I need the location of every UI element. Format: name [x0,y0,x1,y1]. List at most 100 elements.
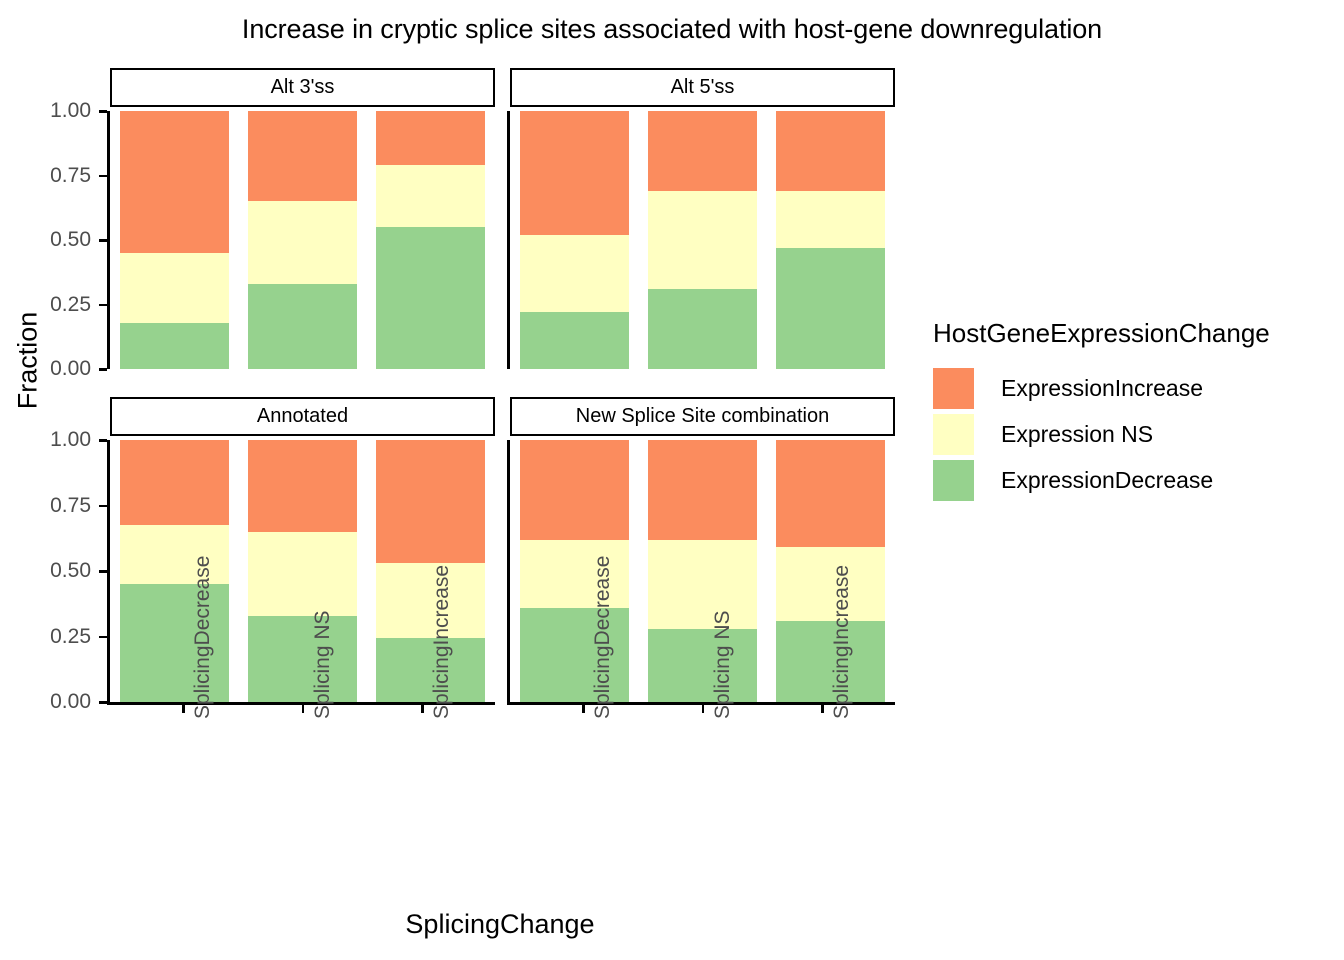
y-tick-label: 0.00 [50,357,91,380]
bar-segment [776,547,886,621]
bar-segment [376,165,486,228]
bar-stack [519,440,629,702]
bar-stack [247,111,357,369]
y-axis-line [507,440,510,702]
page-title: Increase in cryptic splice sites associa… [241,14,1103,44]
facet-strip-label: New Splice Site combination [510,397,895,436]
y-tick-label: 0.75 [50,493,91,517]
y-tick-label: 0.50 [50,559,91,582]
legend-swatch-icon [933,367,974,409]
facet-strip-label: Alt 3'ss [110,68,495,107]
bar-group [110,111,495,369]
bar-stack [119,440,229,702]
y-axis-line [107,111,110,369]
x-tick-label: SplicingIncrease [430,564,453,719]
x-tick-label: Splicing NS [310,610,334,719]
bar-segment [119,525,229,585]
legend-swatch-icon [933,413,974,455]
bar-segment [776,247,886,369]
x-tick-label: SplicingDecrease [191,555,214,719]
bar-segment [647,539,757,629]
x-axis-tick [421,705,424,713]
bar-segment [519,111,629,235]
bar-segment [247,201,357,284]
bar-stack [376,440,486,702]
y-axis-tick [99,110,107,113]
bar-segment [247,531,357,616]
facet-panel-alt-5ss [510,111,895,369]
bar-segment [647,191,757,290]
bar-stack [776,111,886,369]
bar-segment [119,584,229,702]
x-axis-tick [582,705,585,713]
y-axis-tick [99,504,107,507]
bar-stack [647,440,757,702]
y-tick-label: 0.00 [50,690,91,713]
x-tick-label: Splicing NS [710,610,734,719]
bar-segment [119,440,229,526]
y-axis-tick [99,701,107,704]
bar-segment [119,252,229,323]
y-tick-label: 0.25 [50,624,91,648]
facet-strip-label: Alt 5'ss [510,68,895,107]
bar-segment [247,440,357,532]
facet-strip-label: Annotated [110,397,495,436]
y-tick-label: 1.00 [50,428,91,451]
legend-item-label: ExpressionIncrease [1001,374,1203,401]
facet-panel-alt-3ss [110,111,495,369]
facet-panel-new-splice-site-combination [510,440,895,702]
legend: HostGeneExpressionChange ExpressionIncre… [933,318,1270,503]
bar-segment [376,227,486,369]
bar-segment [376,563,486,638]
bar-segment [647,440,757,540]
y-axis-line [107,440,110,702]
bar-segment [647,111,757,191]
legend-item-label: ExpressionDecrease [1001,466,1214,493]
x-tick-label: SplicingDecrease [591,555,614,719]
bar-stack [376,111,486,369]
y-axis-tick [99,570,107,573]
bar-segment [519,440,629,540]
bar-stack [647,111,757,369]
bar-stack [776,440,886,702]
bar-segment [776,191,886,248]
bar-segment [519,539,629,608]
bar-segment [776,620,886,702]
bar-segment [119,322,229,369]
facet-panel-annotated [110,440,495,702]
y-axis-tick [99,174,107,177]
legend-item-expression-increase[interactable]: ExpressionIncrease [933,365,1270,411]
facet-grid: Alt 3'ss Alt 5'ss Annotated New Splice S… [110,68,895,713]
bar-segment [647,628,757,702]
x-axis-tick [182,705,185,713]
bar-stack [119,111,229,369]
y-tick-label: 0.75 [50,163,91,187]
y-axis-tick [99,303,107,306]
bar-segment [776,111,886,191]
bar-stack [247,440,357,702]
bar-group [110,440,495,702]
y-axis-tick [99,635,107,638]
y-tick-label: 0.50 [50,228,91,251]
bar-segment [647,289,757,369]
y-tick-label: 1.00 [50,99,91,122]
bar-segment [776,440,886,548]
x-axis-title: SplicingChange [405,909,595,939]
bar-segment [519,312,629,369]
x-axis-tick [701,705,704,713]
x-axis-line [507,702,895,705]
bar-segment [376,440,486,564]
legend-item-expression-ns[interactable]: Expression NS [933,411,1270,457]
legend-item-label: Expression NS [1001,420,1154,447]
bar-segment [119,111,229,253]
legend-swatch-icon [933,459,974,501]
x-tick-label: SplicingIncrease [830,564,853,719]
legend-item-expression-decrease[interactable]: ExpressionDecrease [933,457,1270,503]
bar-segment [247,283,357,369]
x-axis-line [107,702,495,705]
bar-segment [247,615,357,702]
x-axis-tick [821,705,824,713]
x-axis-tick [301,705,304,713]
bar-segment [519,234,629,313]
bar-segment [376,111,486,166]
